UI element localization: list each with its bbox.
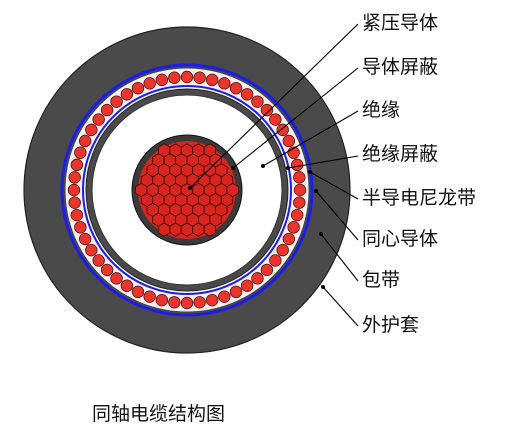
label-compact-conductor: 紧压导体: [362, 12, 439, 34]
concentric-strand: [110, 272, 123, 285]
concentric-strand: [74, 221, 87, 234]
label-wrapping-tape: 包带: [362, 269, 401, 291]
leader-line-5: [315, 190, 359, 241]
concentric-strand: [92, 254, 105, 267]
concentric-strand: [70, 208, 84, 222]
concentric-strand: [218, 290, 231, 303]
concentric-strand: [110, 95, 123, 108]
concentric-strand: [229, 81, 243, 95]
concentric-strand: [229, 285, 243, 299]
concentric-strand: [180, 296, 194, 310]
label-outer-jacket: 外护套: [362, 314, 420, 336]
concentric-strand: [269, 254, 282, 267]
concentric-strand: [85, 123, 98, 137]
conductor-strand: [169, 222, 182, 237]
semiconductive-tape-ring: [82, 85, 292, 295]
concentric-strand: [78, 232, 92, 246]
concentric-strand: [131, 81, 145, 95]
concentric-strand: [218, 77, 231, 90]
leader-dot-4: [308, 170, 312, 174]
concentric-strand: [276, 243, 289, 257]
label-semiconductive-tape: 半导电尼龙带: [362, 187, 477, 209]
concentric-strand: [193, 71, 206, 84]
leader-dot-0: [188, 186, 192, 190]
concentric-strand: [205, 73, 219, 87]
wrapping-tape-ring: [60, 63, 314, 317]
concentric-strand: [120, 279, 134, 292]
leader-line-4: [309, 171, 359, 200]
concentric-strand: [100, 103, 114, 117]
concentric-strand: [240, 279, 254, 292]
label-insulation-shield: 绝缘屏蔽: [362, 143, 439, 165]
concentric-strand: [240, 88, 254, 101]
conductor-strand: [192, 222, 205, 237]
leader-line-1: [232, 67, 359, 169]
concentric-strand: [131, 285, 145, 299]
concentric-strand: [282, 232, 296, 246]
label-concentric-conductor: 同心导体: [362, 228, 439, 250]
concentric-strand: [193, 296, 206, 309]
concentric-strand: [293, 171, 306, 184]
concentric-strand: [293, 196, 306, 209]
concentric-strand: [143, 290, 156, 303]
concentric-strand: [68, 196, 81, 209]
leader-dot-2: [261, 164, 265, 168]
leader-dot-5: [314, 189, 318, 193]
concentric-strand: [155, 293, 169, 307]
leader-dot-7: [321, 285, 325, 289]
conductor-strand: [203, 222, 217, 237]
conductor-strand: [157, 222, 171, 237]
concentric-strand: [269, 113, 282, 126]
concentric-strand: [92, 113, 105, 126]
leader-line-0: [189, 23, 359, 189]
concentric-strand: [251, 272, 264, 285]
concentric-strand: [260, 103, 274, 117]
concentric-strand: [74, 146, 87, 159]
concentric-strand: [67, 183, 81, 197]
leader-dot-3: [286, 166, 290, 170]
diagram-caption: 同轴电缆结构图: [92, 403, 226, 425]
label-conductor-shield: 导体屏蔽: [362, 56, 439, 78]
concentric-strand: [68, 171, 81, 184]
concentric-strand: [143, 77, 156, 90]
leader-line-2: [262, 110, 359, 167]
concentric-strand: [85, 243, 98, 257]
concentric-strand: [290, 208, 304, 222]
leader-line-3: [287, 155, 359, 169]
label-insulation: 绝缘: [362, 99, 401, 121]
leader-dot-1: [231, 166, 235, 170]
concentric-strand: [70, 158, 84, 172]
concentric-strand: [100, 263, 114, 277]
concentric-strand: [287, 221, 300, 234]
concentric-strand: [293, 183, 307, 197]
concentric-strand: [180, 70, 194, 84]
concentric-strand: [168, 71, 181, 84]
concentric-strand: [276, 123, 289, 137]
concentric-strand: [155, 73, 169, 87]
concentric-strand: [168, 296, 181, 309]
leader-dot-6: [319, 232, 323, 236]
concentric-strand: [290, 158, 304, 172]
conductor-strand: [180, 222, 194, 237]
leader-line-6: [320, 233, 359, 282]
concentric-strand: [120, 88, 134, 101]
leader-line-7: [322, 286, 359, 327]
concentric-strand: [282, 134, 296, 148]
concentric-strand: [260, 263, 274, 277]
concentric-strand: [205, 293, 219, 307]
concentric-strand: [78, 134, 92, 148]
concentric-strand: [251, 95, 264, 108]
